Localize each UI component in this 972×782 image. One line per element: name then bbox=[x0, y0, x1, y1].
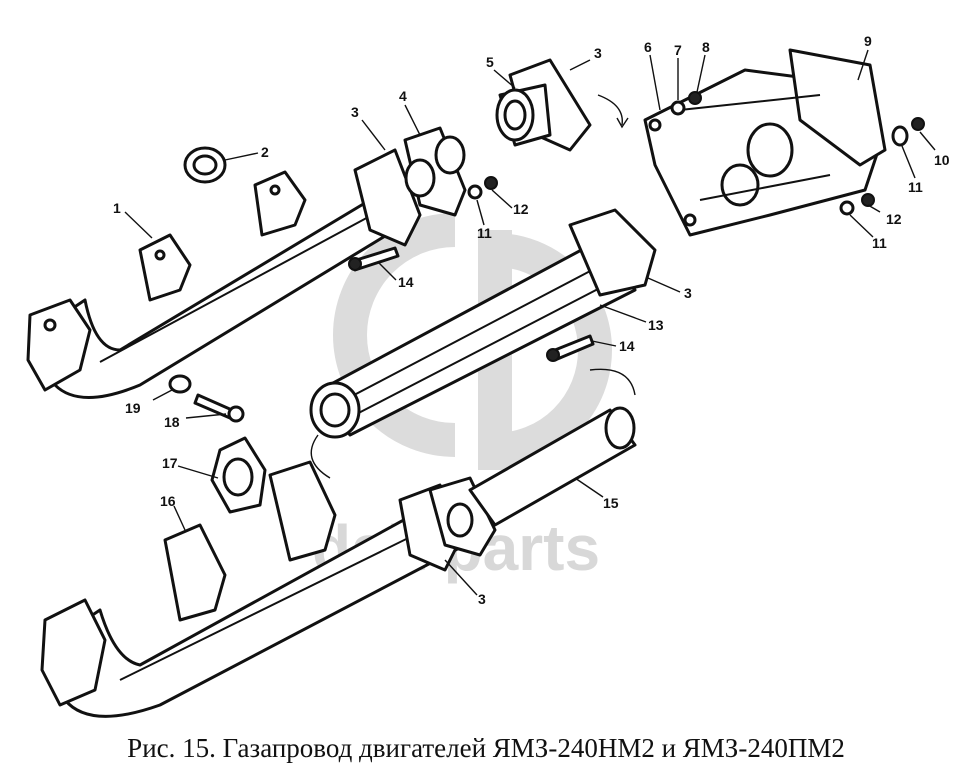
callout-17: 17 bbox=[162, 455, 178, 471]
part-5-sleeve-flange bbox=[495, 58, 629, 152]
callout-6: 6 bbox=[644, 39, 652, 55]
part-9-adapter-block bbox=[643, 48, 887, 237]
part-1-upper-manifold bbox=[26, 170, 397, 399]
callout-2: 2 bbox=[261, 144, 269, 160]
exhaust-manifold-exploded-diagram: dalt parts bbox=[26, 33, 950, 718]
callout-3-middle: 3 bbox=[684, 285, 692, 301]
part-15-outlet-pipe bbox=[468, 406, 637, 527]
callout-3-sleeve: 3 bbox=[594, 45, 602, 61]
callout-1: 1 bbox=[113, 200, 121, 216]
part-2-sealing-ring bbox=[183, 146, 227, 184]
callout-3-upper: 3 bbox=[351, 104, 359, 120]
callout-8: 8 bbox=[702, 39, 710, 55]
callout-19: 19 bbox=[125, 400, 141, 416]
part-16-lower-manifold bbox=[40, 460, 497, 718]
callout-15: 15 bbox=[603, 495, 619, 511]
leader-lines bbox=[124, 49, 936, 596]
callout-5: 5 bbox=[486, 54, 494, 70]
callout-4: 4 bbox=[399, 88, 407, 104]
fasteners bbox=[348, 91, 925, 362]
part-18-19-bolt-nut bbox=[168, 374, 245, 423]
callout-7: 7 bbox=[674, 42, 682, 58]
callout-11-right-bottom: 11 bbox=[872, 235, 887, 251]
callout-14-middle: 14 bbox=[619, 338, 635, 354]
callout-11-upper: 11 bbox=[477, 225, 492, 241]
part-13-middle-pipe bbox=[309, 208, 657, 479]
callout-labels: 1 2 3 3 3 3 4 5 6 7 8 9 10 11 11 11 12 1… bbox=[113, 33, 950, 607]
callout-12-upper: 12 bbox=[513, 201, 529, 217]
part-4-flange-upper bbox=[353, 126, 467, 247]
callout-3-lower: 3 bbox=[478, 591, 486, 607]
callout-9: 9 bbox=[864, 33, 872, 49]
callout-11-right-top: 11 bbox=[908, 179, 923, 195]
part-17-gasket bbox=[210, 436, 267, 514]
callout-14-upper: 14 bbox=[398, 274, 414, 290]
callout-18: 18 bbox=[164, 414, 180, 430]
callout-10: 10 bbox=[934, 152, 950, 168]
callout-16: 16 bbox=[160, 493, 176, 509]
callout-12-right: 12 bbox=[886, 211, 902, 227]
figure-caption: Рис. 15. Газапровод двигателей ЯМЗ-240НМ… bbox=[127, 733, 845, 763]
callout-13: 13 bbox=[648, 317, 664, 333]
